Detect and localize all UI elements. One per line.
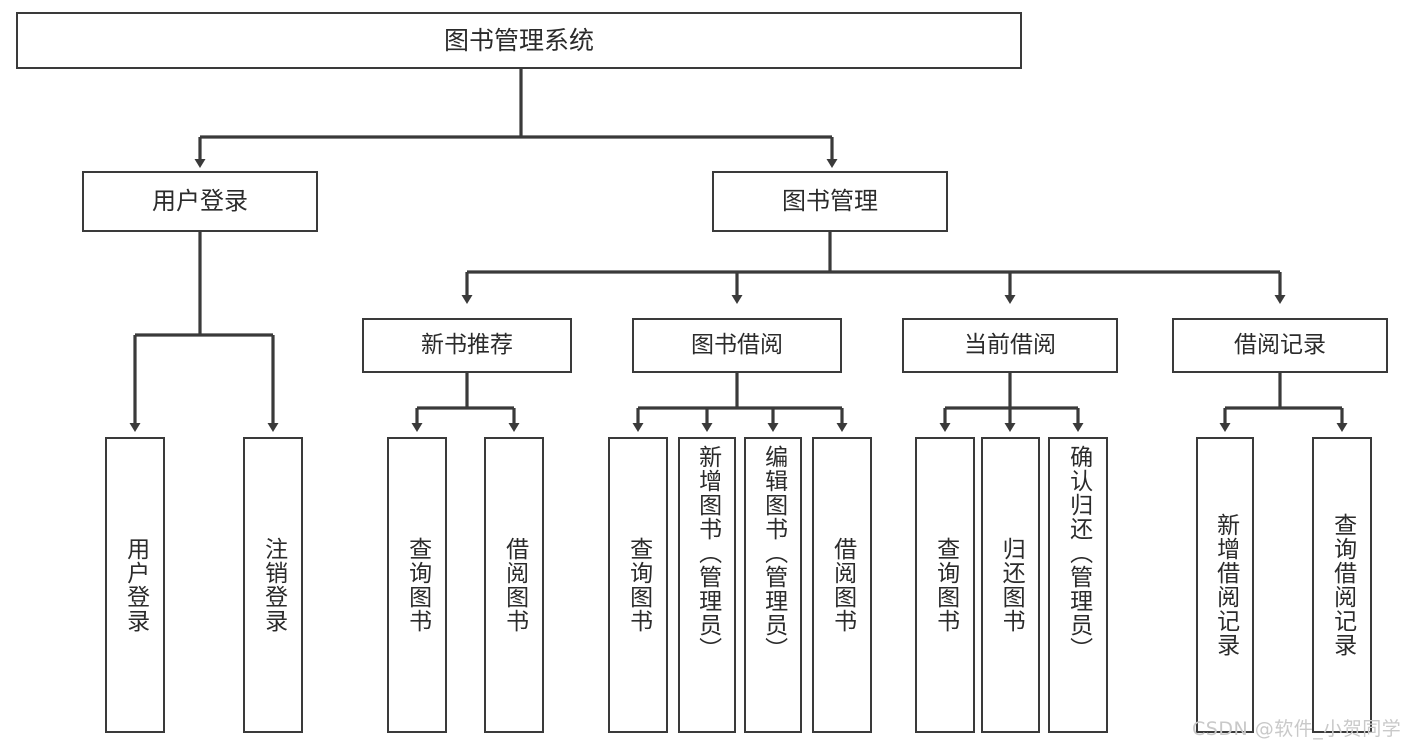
node-leaf-logout-login-label: 注销登录 xyxy=(260,537,287,633)
node-leaf-borrow-book-label: 借阅图书 xyxy=(829,537,856,633)
node-leaf-add-book-admin-label: 新增图书（管理员） xyxy=(694,445,721,661)
node-borrow-record-label: 借阅记录 xyxy=(1234,331,1326,358)
node-leaf-add-borrow-record-label: 新增借阅记录 xyxy=(1212,513,1239,657)
node-leaf-borrow-book-rec-label: 借阅图书 xyxy=(501,537,528,633)
node-current-borrow-label: 当前借阅 xyxy=(964,331,1056,358)
node-leaf-user-login-label: 用户登录 xyxy=(122,537,149,633)
node-leaf-query-book-rec[interactable]: 查询图书 xyxy=(387,437,447,733)
node-leaf-borrow-book[interactable]: 借阅图书 xyxy=(812,437,872,733)
node-borrow-record[interactable]: 借阅记录 xyxy=(1172,318,1388,373)
node-leaf-query-book-borrow[interactable]: 查询图书 xyxy=(608,437,668,733)
node-book-borrow[interactable]: 图书借阅 xyxy=(632,318,842,373)
node-leaf-query-book-current-label: 查询图书 xyxy=(932,537,959,633)
watermark: CSDN @软件_小贺同学 xyxy=(1192,718,1402,740)
node-new-book-recommend[interactable]: 新书推荐 xyxy=(362,318,572,373)
node-leaf-return-book-label: 归还图书 xyxy=(998,537,1025,633)
node-leaf-query-borrow-record-label: 查询借阅记录 xyxy=(1329,513,1356,657)
node-new-book-recommend-label: 新书推荐 xyxy=(421,331,513,358)
node-leaf-confirm-return-admin[interactable]: 确认归还（管理员） xyxy=(1048,437,1108,733)
node-leaf-add-borrow-record[interactable]: 新增借阅记录 xyxy=(1196,437,1254,733)
node-root-label: 图书管理系统 xyxy=(443,25,594,55)
node-leaf-return-book[interactable]: 归还图书 xyxy=(981,437,1040,733)
node-leaf-query-borrow-record[interactable]: 查询借阅记录 xyxy=(1312,437,1372,733)
node-user-login-label: 用户登录 xyxy=(152,187,248,216)
node-leaf-edit-book-admin-label: 编辑图书（管理员） xyxy=(760,445,787,661)
node-leaf-confirm-return-admin-label: 确认归还（管理员） xyxy=(1065,445,1092,661)
node-book-management[interactable]: 图书管理 xyxy=(712,171,948,232)
node-leaf-query-book-borrow-label: 查询图书 xyxy=(625,537,652,633)
node-current-borrow[interactable]: 当前借阅 xyxy=(902,318,1118,373)
node-book-management-label: 图书管理 xyxy=(782,187,878,216)
node-book-borrow-label: 图书借阅 xyxy=(691,331,783,358)
node-leaf-query-book-current[interactable]: 查询图书 xyxy=(915,437,975,733)
node-leaf-logout-login[interactable]: 注销登录 xyxy=(243,437,303,733)
node-leaf-add-book-admin[interactable]: 新增图书（管理员） xyxy=(678,437,736,733)
node-root[interactable]: 图书管理系统 xyxy=(16,12,1022,69)
node-leaf-edit-book-admin[interactable]: 编辑图书（管理员） xyxy=(744,437,802,733)
node-leaf-user-login[interactable]: 用户登录 xyxy=(105,437,165,733)
node-user-login[interactable]: 用户登录 xyxy=(82,171,318,232)
node-leaf-borrow-book-rec[interactable]: 借阅图书 xyxy=(484,437,544,733)
node-leaf-query-book-rec-label: 查询图书 xyxy=(404,537,431,633)
